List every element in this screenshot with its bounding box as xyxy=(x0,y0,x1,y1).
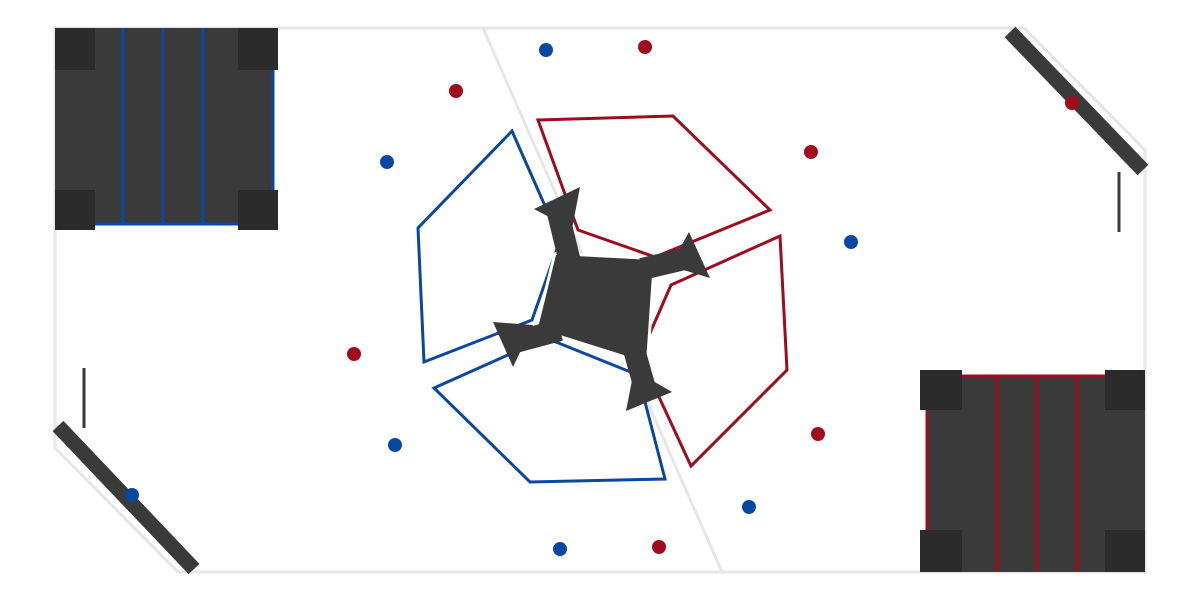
hub-arm-tip xyxy=(534,187,580,229)
station-corner-block xyxy=(238,28,278,70)
hub-arm-tip xyxy=(670,232,710,278)
red-game-piece xyxy=(347,347,361,361)
blue-game-piece xyxy=(844,235,858,249)
station-corner-block xyxy=(920,370,962,410)
hub-body xyxy=(538,255,653,362)
red-game-piece xyxy=(804,145,818,159)
station-corner-block xyxy=(55,28,95,70)
blue-game-piece xyxy=(539,43,553,57)
game-pieces xyxy=(125,40,1079,556)
hub-arm-tip xyxy=(493,322,533,367)
central-hub xyxy=(493,187,710,411)
station-corner-block xyxy=(920,530,962,572)
blue-game-piece xyxy=(125,488,139,502)
station-corner-block xyxy=(238,190,278,230)
red-game-piece xyxy=(638,40,652,54)
blue-game-piece xyxy=(388,438,402,452)
red-game-piece xyxy=(1065,96,1079,110)
blue-game-piece xyxy=(380,155,394,169)
red-game-piece xyxy=(449,84,463,98)
blue-station xyxy=(55,28,278,230)
hub-arm-tip xyxy=(626,370,672,411)
blue-game-piece xyxy=(742,500,756,514)
station-corner-block xyxy=(55,190,95,230)
station-corner-block xyxy=(1105,370,1145,410)
red-game-piece xyxy=(811,427,825,441)
red-station xyxy=(920,370,1145,572)
red-game-piece xyxy=(652,540,666,554)
station-corner-block xyxy=(1105,530,1145,572)
blue-game-piece xyxy=(553,542,567,556)
red-zone-lower xyxy=(638,233,789,469)
